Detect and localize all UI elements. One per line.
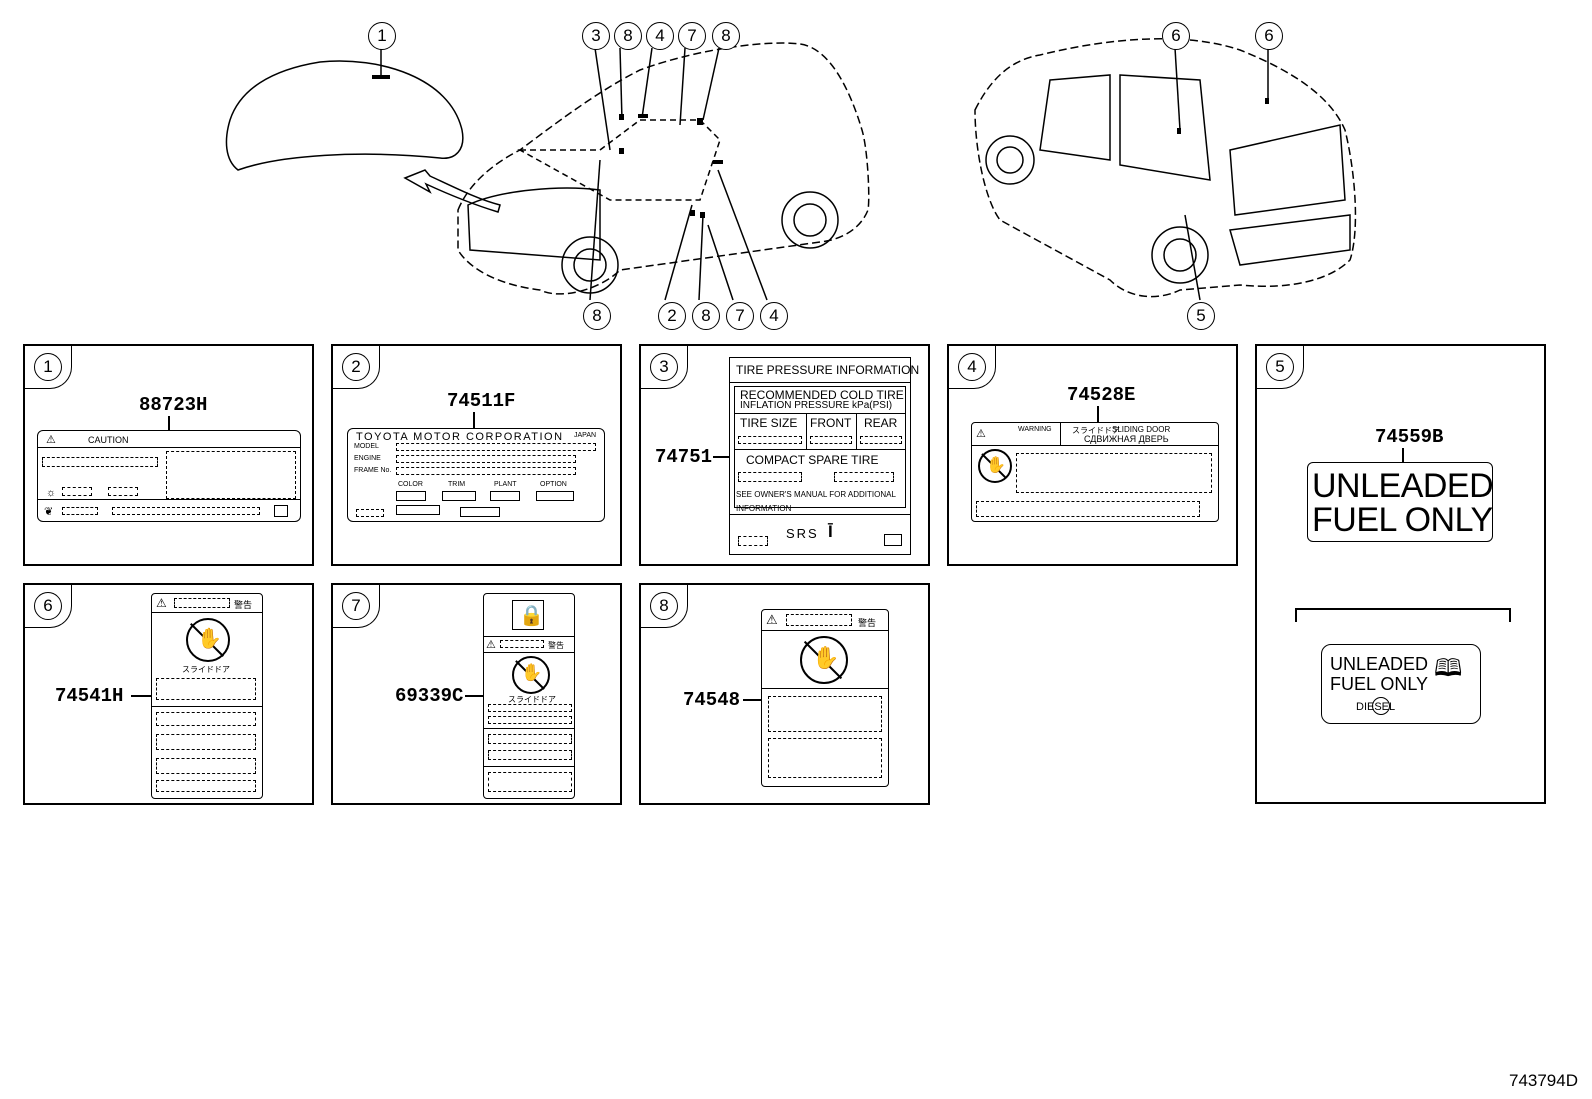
rear-text: REAR (864, 416, 898, 430)
unleaded-fuel-label-small: UNLEADED FUEL ONLY 🕮 DIESEL (1321, 644, 1481, 724)
tire-pressure-label: TIRE PRESSURE INFORMATION RECOMMENDED CO… (729, 357, 919, 555)
panel-number: 7 (342, 592, 370, 620)
vehicle-id-plate: TOYOTA MOTOR CORPORATION JAPAN MODEL ENG… (347, 428, 605, 522)
keikoku-text: 警告 (858, 618, 877, 628)
russian-text: СДВИЖНАЯ ДВЕРЬ (1084, 434, 1169, 444)
jp-text: スライドドア (1072, 426, 1120, 435)
part-number: 74751 (655, 446, 713, 468)
fuel-only-text: FUEL ONLY (1312, 501, 1493, 539)
panel-5: 5 74559B UNLEADED FUEL ONLY UNLEADED FUE… (1255, 344, 1546, 804)
warning-text: WARNING (1018, 426, 1052, 433)
child-lock-warning-label: 🔒 ⚠ 警告 ✋ スライドドア (483, 593, 575, 799)
color-text: COLOR (398, 481, 423, 488)
inflation-text: INFLATION PRESSURE kPa(PSI) (740, 400, 893, 411)
warning-triangle-icon: ⚠ (766, 612, 778, 627)
part-number: 74559B (1375, 426, 1444, 448)
warning-triangle-icon: ⚠ (46, 434, 56, 446)
bird-icon: ❦ (44, 506, 54, 518)
plant-text: PLANT (494, 481, 517, 488)
no-hand-icon: ✋ (978, 449, 1012, 483)
part-number: 74511F (447, 390, 516, 412)
recommended-text: RECOMMENDED COLD TIRE (740, 388, 904, 402)
part-number: 74528E (1067, 384, 1136, 406)
callout-8: 8 (692, 302, 720, 330)
maker-text: TOYOTA MOTOR CORPORATION (356, 431, 564, 443)
jp-text: スライドドア (508, 695, 556, 704)
vehicle-illustration (225, 38, 1357, 301)
manual-info-icon: 🕮 (1434, 655, 1463, 682)
srs-text: SRS (786, 526, 819, 541)
tire-title: TIRE PRESSURE INFORMATION (736, 363, 920, 377)
panel-6: 6 74541H ⚠ 警告 ✋ スライドドア (23, 583, 314, 805)
model-text: MODEL (354, 443, 379, 450)
no-diesel-icon (1372, 697, 1390, 715)
panel-number: 5 (1266, 353, 1294, 381)
panel-number: 2 (342, 353, 370, 381)
no-hand-icon: ✋ (186, 618, 230, 662)
sliding-door-label: ⚠ WARNING スライドドア SLIDING DOOR СДВИЖНАЯ Д… (971, 422, 1219, 522)
caution-label: ⚠ CAUTION ☼ ❦ (37, 430, 301, 522)
warning-triangle-icon: ⚠ (156, 596, 167, 610)
part-number: 69339C (395, 685, 464, 707)
airbag-icon: Ī (828, 522, 833, 541)
unleaded-small-text: UNLEADED (1330, 654, 1429, 674)
warning-triangle-icon: ⚠ (976, 428, 986, 440)
callout-2: 2 (658, 302, 686, 330)
sliding-door-text: SLIDING DOOR (1112, 425, 1171, 434)
jp-text: スライドドア (182, 665, 230, 674)
unleaded-text: UNLEADED (1312, 467, 1494, 505)
panel-number: 1 (34, 353, 62, 381)
front-text: FRONT (810, 416, 852, 430)
panel-number: 4 (958, 353, 986, 381)
panel-2: 2 74511F TOYOTA MOTOR CORPORATION JAPAN … (331, 344, 622, 566)
panel-number: 6 (34, 592, 62, 620)
engine-text: ENGINE (354, 455, 381, 462)
japan-text: JAPAN (574, 432, 597, 439)
sliding-door-warning-label: ⚠ 警告 ✋ (761, 609, 889, 787)
panel-number: 3 (650, 353, 678, 381)
callout-4: 4 (760, 302, 788, 330)
callout-7: 7 (678, 22, 706, 50)
no-hand-icon: ✋ (800, 636, 848, 684)
frame-text: FRAME No. (354, 467, 392, 474)
panel-8: 8 74548 ⚠ 警告 ✋ (639, 583, 930, 805)
panel-1: 1 88723H ⚠ CAUTION ☼ ❦ (23, 344, 314, 566)
callout-7: 7 (726, 302, 754, 330)
callout-6: 6 (1162, 22, 1190, 50)
callout-5: 5 (1187, 302, 1215, 330)
option-text: OPTION (540, 481, 567, 488)
keikoku-text: 警告 (234, 600, 253, 610)
sun-icon: ☼ (46, 487, 57, 499)
caution-text: CAUTION (88, 435, 129, 445)
see-manual-text: SEE OWNER'S MANUAL FOR ADDITIONAL (736, 490, 896, 499)
callout-8: 8 (712, 22, 740, 50)
diagram-reference-number: 743794D (1508, 1071, 1578, 1090)
unleaded-fuel-label-large: UNLEADED FUEL ONLY (1307, 462, 1494, 542)
callout-6: 6 (1255, 22, 1283, 50)
part-number: 74548 (683, 689, 741, 711)
part-number: 74541H (55, 685, 124, 707)
panel-number: 8 (650, 592, 678, 620)
part-number: 88723H (139, 394, 208, 416)
keikoku-text: 警告 (548, 641, 564, 650)
fuel-only-small-text: FUEL ONLY (1330, 674, 1429, 694)
child-lock-icon: 🔒 (512, 600, 544, 630)
callout-8: 8 (614, 22, 642, 50)
panel-3: 3 74751 TIRE PRESSURE INFORMATION RECOMM… (639, 344, 930, 566)
callout-1: 1 (368, 22, 396, 50)
panel-7: 7 69339C 🔒 ⚠ 警告 ✋ スライドドア (331, 583, 622, 805)
compact-spare-text: COMPACT SPARE TIRE (746, 453, 879, 467)
warning-triangle-icon: ⚠ (486, 639, 496, 651)
sliding-door-warning-label: ⚠ 警告 ✋ スライドドア (151, 593, 263, 799)
callout-3: 3 (582, 22, 610, 50)
information-text: INFORMATION (736, 504, 792, 513)
tire-size-text: TIRE SIZE (740, 416, 798, 430)
callout-4: 4 (646, 22, 674, 50)
callout-8: 8 (583, 302, 611, 330)
trim-text: TRIM (448, 481, 466, 488)
no-hand-icon: ✋ (512, 656, 550, 694)
panel-4: 4 74528E ⚠ WARNING スライドドア SLIDING DOOR С… (947, 344, 1238, 566)
